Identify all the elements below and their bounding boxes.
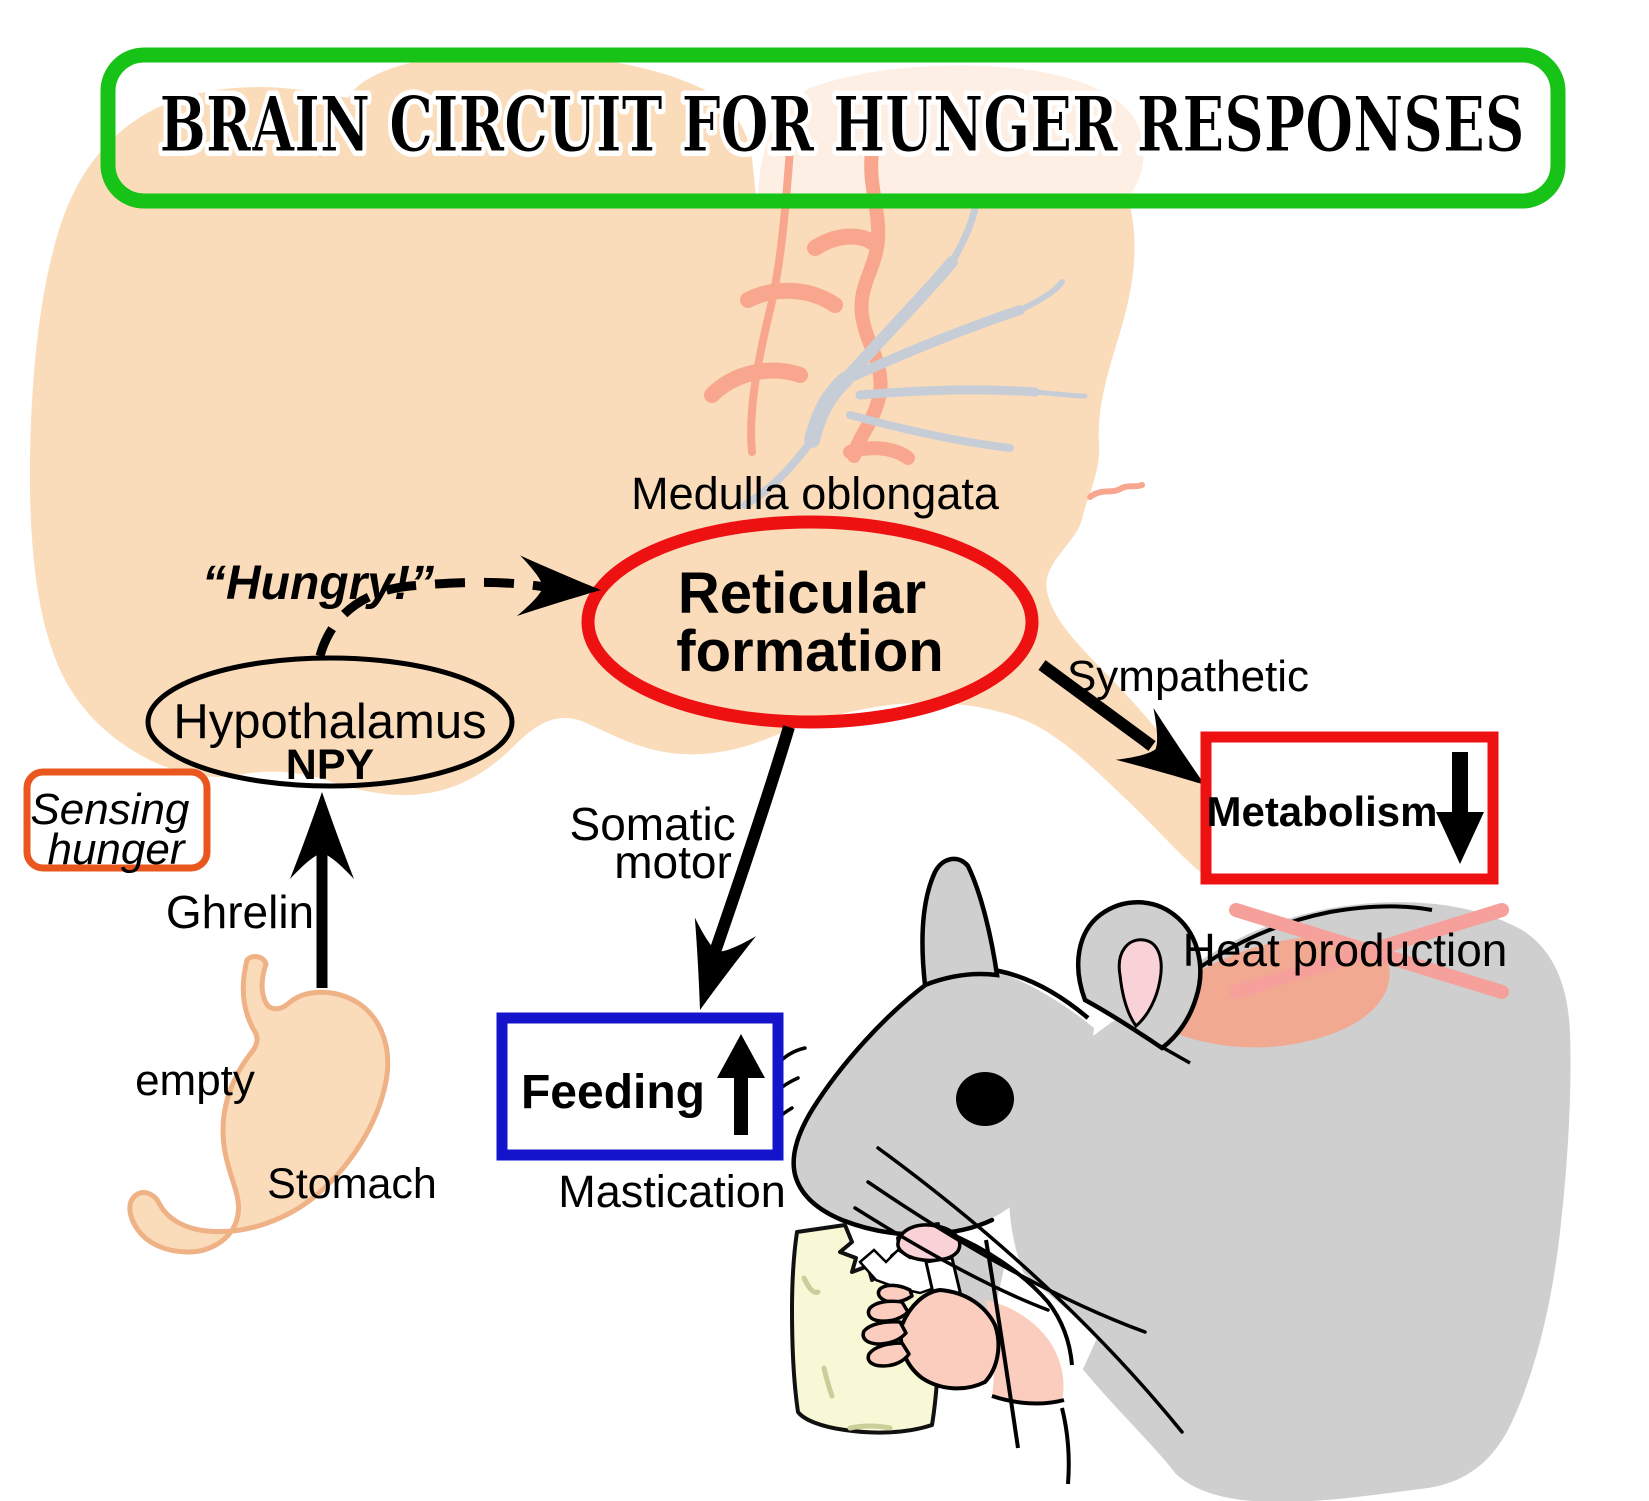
cross-line-2 [1229, 903, 1509, 999]
ghrelin-arrowhead [290, 792, 354, 879]
hypothalamus-label: Hypothalamus [173, 695, 486, 749]
ghrelin-label: Ghrelin [166, 886, 314, 938]
medulla-label: Medulla oblongata [631, 468, 1000, 519]
somatic-motor-label: Somatic motor [570, 798, 749, 888]
hamster-eye [956, 1072, 1014, 1126]
hamster-sleeve-highlight [996, 1258, 1098, 1380]
sympathetic-label: Sympathetic [1067, 652, 1309, 701]
hungry-dashed-arrow [315, 577, 546, 658]
brain-occipital-light-area [758, 65, 1144, 197]
hamster-front-leg-outline [984, 1239, 1020, 1449]
empty-label: empty [135, 1056, 255, 1105]
title-halo: BRAIN CIRCUIT FOR HUNGER RESPONSES [160, 80, 1525, 169]
somatic-motor-arrowhead [694, 917, 757, 1010]
sensing-hunger-box [23, 768, 211, 872]
metabolism-label: Metabolism [1206, 788, 1437, 835]
hamster-ear-fold [1159, 1044, 1191, 1065]
heat-production-label: Heat production [1183, 924, 1508, 976]
sensing-hunger-label: Sensing hunger [30, 785, 201, 874]
hamster-arm-top-outline [945, 1230, 1074, 1366]
title-box [100, 47, 1566, 209]
reticular-label: Reticular formation [676, 561, 943, 684]
cerebellum-art [704, 145, 1145, 509]
hamster-illustration [764, 856, 1571, 1501]
hamster-hand-palm [899, 1287, 1001, 1391]
sympathetic-arrowhead [1115, 707, 1205, 785]
feeding-label: Feeding [521, 1066, 705, 1119]
hamster-arm [985, 1300, 1064, 1405]
feeding-box [496, 1012, 784, 1161]
heat-production-cross [1229, 903, 1509, 999]
title-text: BRAIN CIRCUIT FOR HUNGER RESPONSES [160, 80, 1525, 169]
hamster-back-outline [1163, 904, 1433, 997]
metabolism-box [1200, 731, 1499, 885]
hamster-head [793, 969, 1094, 1235]
hypothalamus-ellipse [145, 655, 515, 789]
hamster-rear-leg-outline [1060, 1407, 1071, 1485]
hungry-arrowhead [516, 555, 601, 617]
cheese-crease-lines [801, 1275, 893, 1431]
hamster-body [1009, 902, 1571, 1501]
reticular-ellipse [581, 515, 1039, 729]
hungry-label: “Hungry!” [202, 557, 434, 610]
metabolism-down-arrow-icon [1436, 752, 1484, 864]
somatic-motor-arrow-shaft [702, 725, 795, 974]
stomach-shape [127, 954, 391, 1255]
stomach-label: Stomach [267, 1160, 437, 1208]
hamster-arm-bottom-outline [991, 1394, 1065, 1406]
hamster-ear-inner [1117, 938, 1163, 1029]
hamster-mouth [896, 1223, 962, 1263]
feeding-up-arrow-icon [717, 1034, 765, 1135]
npy-label: NPY [286, 741, 374, 789]
mastication-label: Mastication [558, 1166, 786, 1217]
hamster-left-ear [920, 856, 1000, 989]
hamster-fingers [861, 1283, 914, 1368]
brain-silhouette [29, 52, 1242, 883]
sympathetic-arrow-shaft [1038, 660, 1156, 751]
